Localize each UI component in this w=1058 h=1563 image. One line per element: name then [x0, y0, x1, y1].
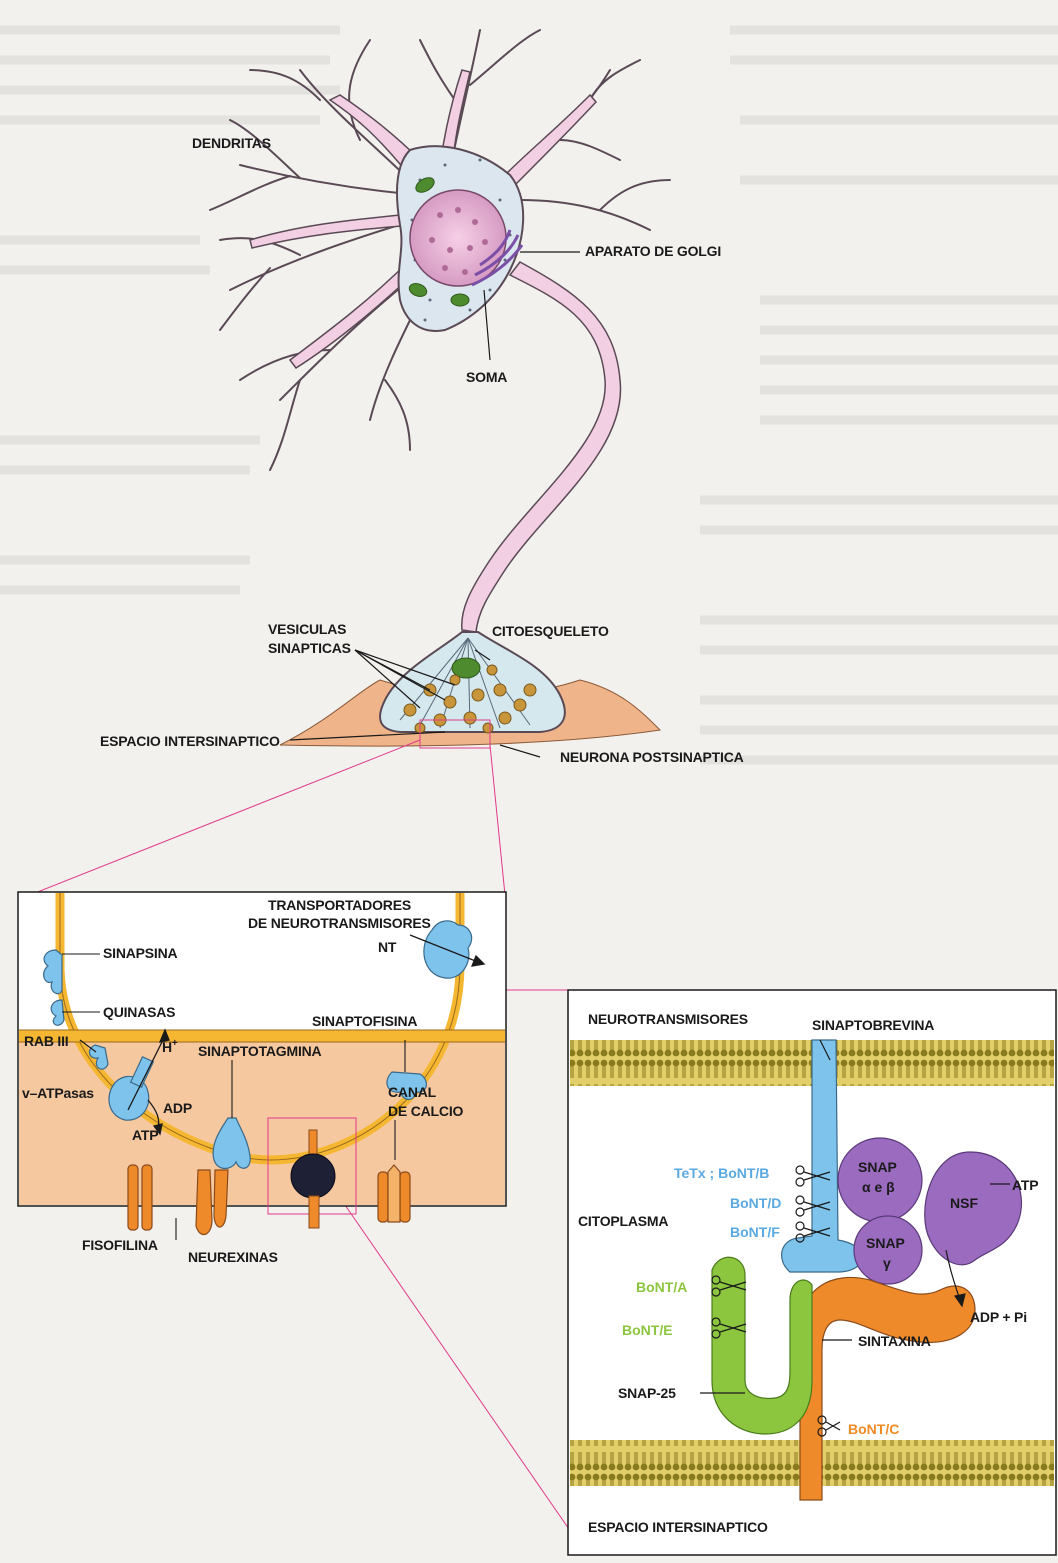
label-quinasas: QUINASAS [103, 1004, 175, 1020]
label-postsinaptica: NEURONA POSTSINAPTICA [560, 749, 744, 765]
label-fisofilina: FISOFILINA [82, 1237, 158, 1253]
nucleus [410, 190, 506, 286]
label-espacio-neuron: ESPACIO INTERSINAPTICO [100, 733, 280, 749]
label-neurexinas: NEUREXINAS [188, 1249, 278, 1265]
label-sinaptotagmina: SINAPTOTAGMINA [198, 1043, 322, 1059]
label-sinapsina: SINAPSINA [103, 945, 178, 961]
label-vesiculas-1: VESICULAS [268, 621, 346, 637]
label-v-atpasas: v–ATPasas [22, 1085, 94, 1101]
label-neurotransmisores: NEUROTRANSMISORES [588, 1011, 748, 1027]
label-atp-left: ATP [132, 1127, 158, 1143]
right-inset [568, 990, 1056, 1555]
label-vesiculas-2: SINAPTICAS [268, 640, 351, 656]
label-bont-e: BoNT/E [622, 1322, 673, 1338]
neurexina-protein-b [214, 1170, 228, 1227]
label-nsf: NSF [950, 1195, 978, 1211]
label-bont-c: BoNT/C [848, 1421, 899, 1437]
quinasa-protein [51, 1000, 64, 1025]
label-canal-2: DE CALCIO [388, 1103, 464, 1119]
fisofilina-protein-b [142, 1165, 152, 1230]
label-golgi: APARATO DE GOLGI [585, 243, 721, 259]
label-bont-a: BoNT/A [636, 1279, 687, 1295]
label-citoplasma: CITOPLASMA [578, 1213, 668, 1229]
calcium-channel-b [400, 1172, 410, 1222]
label-bont-f: BoNT/F [730, 1224, 780, 1240]
label-tetx: TeTx ; BoNT/B [674, 1165, 769, 1181]
label-transportadores-1: TRANSPORTADORES [268, 897, 411, 913]
left-inset [18, 892, 506, 1240]
label-snap-ab-1: SNAP [858, 1159, 897, 1175]
label-bont-d: BoNT/D [730, 1195, 781, 1211]
label-adp: ADP [163, 1100, 192, 1116]
label-snap-ab-2: α e β [862, 1179, 895, 1195]
label-citoesqueleto: CITOESQUELETO [492, 623, 609, 639]
label-espacio-right: ESPACIO INTERSINAPTICO [588, 1519, 768, 1535]
calcium-sensor-anchor [309, 1196, 319, 1228]
label-atp-right: ATP [1012, 1177, 1038, 1193]
neurexina-protein-a [196, 1170, 212, 1235]
axon [462, 262, 621, 632]
fisofilina-protein-a [128, 1165, 138, 1230]
label-sinaptofisina: SINAPTOFISINA [312, 1013, 417, 1029]
label-transportadores-2: DE NEUROTRANSMISORES [248, 915, 431, 931]
label-snap-g-2: γ [883, 1255, 891, 1271]
calcium-channel-a [378, 1172, 388, 1222]
calcium-sensor-ball [291, 1154, 335, 1198]
presynaptic-membrane [19, 1030, 505, 1042]
label-dendritas: DENDRITAS [192, 135, 271, 151]
label-adp-pi: ADP + Pi [970, 1309, 1027, 1325]
calcium-channel-c [388, 1165, 400, 1222]
label-soma: SOMA [466, 369, 507, 385]
label-sinaptobrevina: SINAPTOBREVINA [812, 1017, 934, 1033]
label-rab: RAB III [24, 1033, 69, 1049]
label-nt: NT [378, 939, 397, 955]
label-snap25: SNAP-25 [618, 1385, 676, 1401]
label-sintaxina: SINTAXINA [858, 1333, 931, 1349]
label-snap-g-1: SNAP [866, 1235, 905, 1251]
label-canal-1: CANAL [388, 1084, 437, 1100]
background-text-lines [0, 30, 1058, 760]
